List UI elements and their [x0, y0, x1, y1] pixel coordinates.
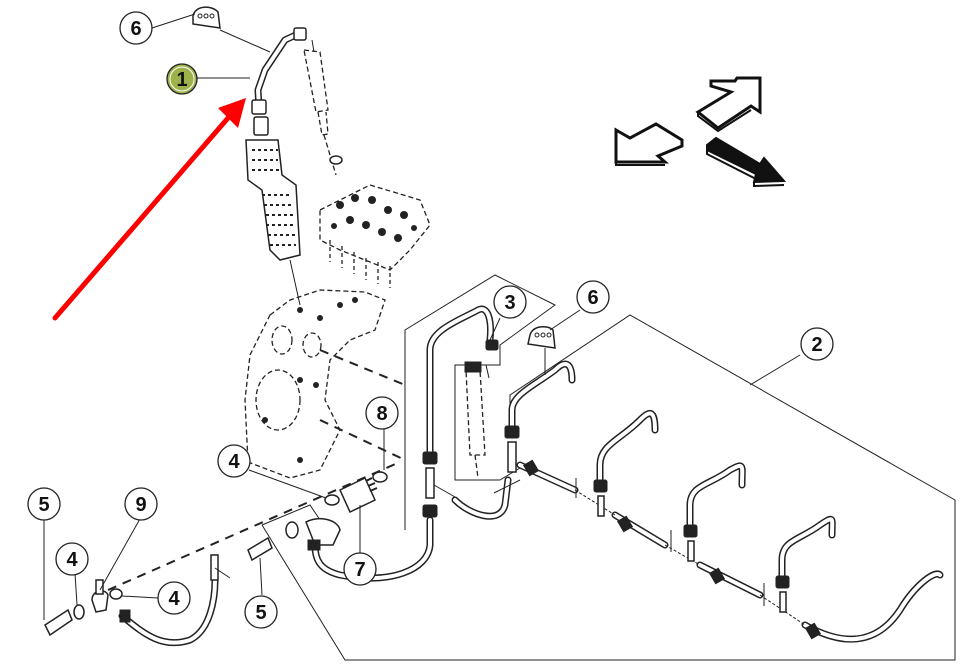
- svg-text:1: 1: [176, 69, 187, 91]
- banjo-fitting: [305, 518, 341, 546]
- group-outline-return-line: [261, 274, 556, 530]
- svg-text:4: 4: [66, 549, 78, 571]
- return-tube-left: [311, 305, 499, 582]
- svg-text:4: 4: [228, 451, 240, 473]
- clip-6-top: [192, 6, 221, 29]
- seal-ring-8: [372, 471, 388, 483]
- pump-element: [245, 116, 301, 306]
- callout-4-left[interactable]: 4: [55, 542, 89, 576]
- fitting-assembly: [285, 471, 388, 551]
- svg-text:2: 2: [811, 334, 822, 356]
- injector-top: [303, 39, 343, 176]
- hollow-screw-5-mid: [247, 536, 273, 562]
- callout-6-right[interactable]: 6: [576, 280, 610, 314]
- seal-ring-4-right: [109, 588, 123, 600]
- leader-lines: [43, 13, 801, 620]
- lower-left-fittings: [44, 461, 401, 647]
- leakoff-rail: [516, 459, 944, 643]
- seal-ring-4-left: [73, 604, 85, 620]
- group-outline-leakoff-assembly: [261, 314, 956, 661]
- seal-ring-4-mid: [324, 494, 340, 506]
- svg-text:3: 3: [504, 292, 515, 314]
- svg-text:6: 6: [130, 18, 141, 40]
- svg-text:7: 7: [354, 559, 365, 581]
- callout-2[interactable]: 2: [800, 327, 834, 361]
- callout-1[interactable]: 1: [166, 63, 198, 95]
- hollow-screw-5-left: [44, 608, 73, 637]
- svg-text:5: 5: [38, 494, 49, 516]
- svg-text:4: 4: [168, 588, 180, 610]
- callout-5-mid[interactable]: 5: [244, 595, 278, 629]
- injector-return-hoses: [593, 410, 836, 613]
- return-tube-middle: [451, 360, 576, 520]
- injector-middle: [464, 361, 490, 479]
- callout-9[interactable]: 9: [124, 487, 158, 521]
- callout-3[interactable]: 3: [493, 285, 527, 319]
- svg-text:8: 8: [376, 403, 387, 425]
- pump-head-block: [319, 184, 431, 288]
- orientation-arrow-down-right-icon: [706, 136, 787, 188]
- highlight-arrow: [52, 98, 246, 321]
- hollow-screw-3: [485, 339, 499, 351]
- pump-housing: [244, 289, 406, 479]
- callout-6-top[interactable]: 6: [119, 11, 153, 45]
- svg-text:5: 5: [255, 602, 266, 624]
- orientation-arrow-up-right-icon: [695, 76, 762, 133]
- callout-5-left[interactable]: 5: [27, 487, 61, 521]
- callout-4-mid[interactable]: 4: [217, 444, 251, 478]
- callout-4-right[interactable]: 4: [157, 581, 191, 615]
- union-7: [339, 476, 376, 514]
- line-nut-lower: [251, 99, 267, 115]
- callout-7[interactable]: 7: [343, 552, 377, 586]
- line-nut-upper: [293, 27, 307, 41]
- svg-text:9: 9: [135, 494, 146, 516]
- svg-text:6: 6: [587, 287, 598, 309]
- injection-line: [251, 27, 307, 115]
- callout-8[interactable]: 8: [365, 396, 399, 430]
- clip-6-right: [527, 325, 556, 349]
- orientation-arrow-down-left-icon: [614, 122, 684, 166]
